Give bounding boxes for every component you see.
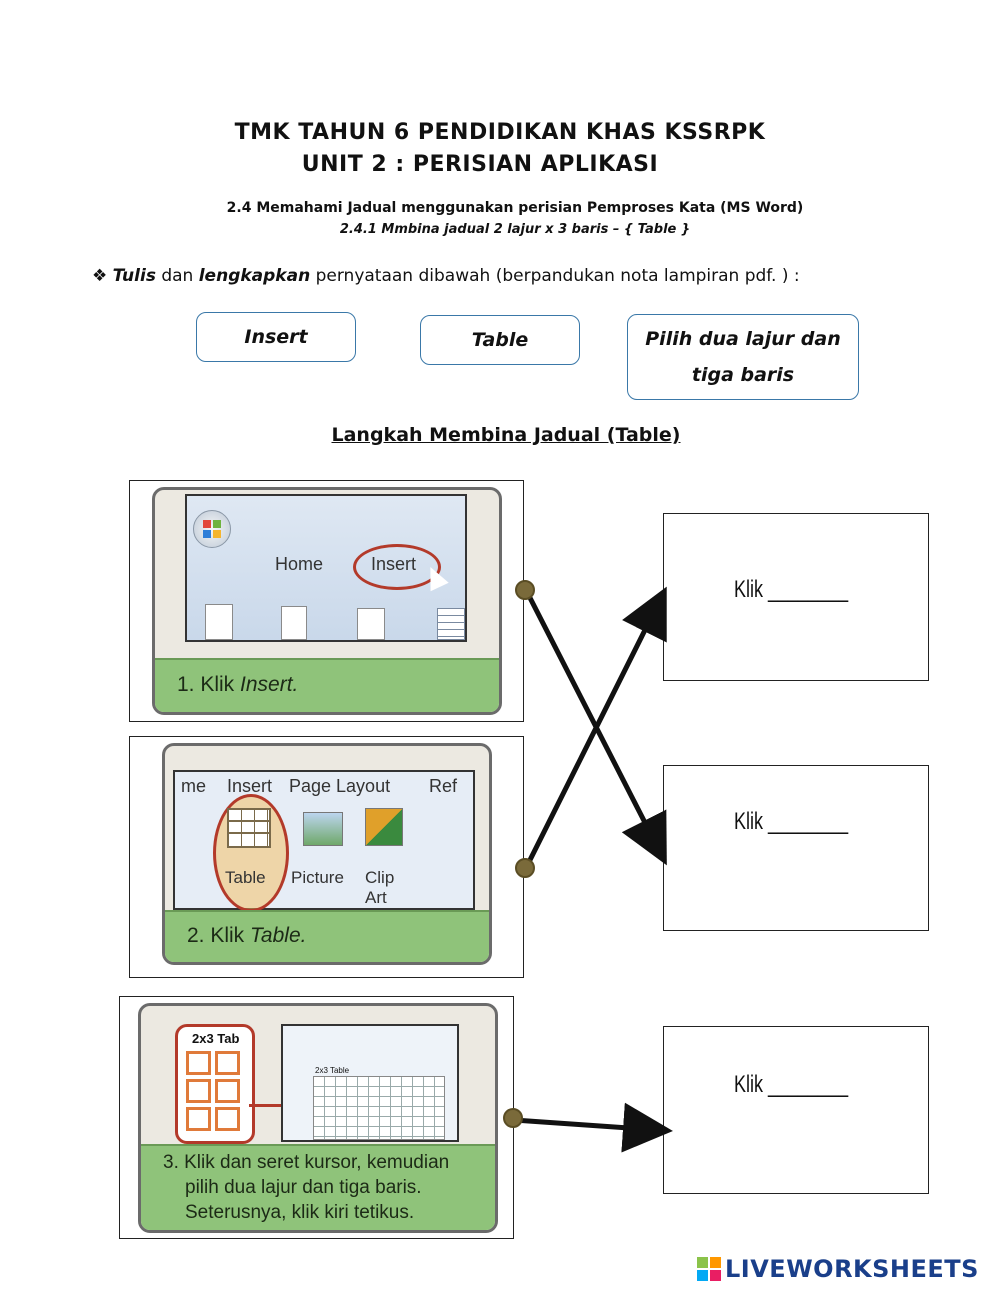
- connect-dot-step3[interactable]: [503, 1108, 523, 1128]
- answer-box-3-text: Klik ________: [734, 1071, 849, 1098]
- arrow-step1-to-box2: [523, 588, 667, 866]
- step3-screenshot: 2x3 Tab 2x3 Table 3. Klik dan seret kurs…: [138, 1003, 498, 1233]
- clip-art-icon: [365, 808, 403, 846]
- arrow-step3-to-box3: [513, 1102, 673, 1153]
- table-grid-icon: [227, 808, 271, 848]
- worksheet-title: TMK TAHUN 6 PENDIDIKAN KHAS KSSRPK: [234, 120, 766, 145]
- unit-title: UNIT 2 : PERISIAN APLIKASI: [301, 152, 659, 177]
- step1-caption: 1. Klik Insert.: [155, 658, 499, 712]
- blank-page-icon: [281, 606, 307, 640]
- answer-box-2-text: Klik ________: [734, 808, 849, 835]
- answer-chip-insert[interactable]: Insert: [196, 312, 356, 362]
- page-break-icon: [357, 608, 385, 640]
- ribbon-tab-me: me: [181, 776, 207, 796]
- button-label-table: Table: [225, 868, 266, 887]
- zoomed-grid: [186, 1051, 240, 1131]
- step2-screenshot: me Insert Page Layout Ref Table Picture …: [162, 743, 492, 965]
- ribbon-tab-insert: Insert: [371, 554, 417, 574]
- step3-caption: 3. Klik dan seret kursor, kemudian pilih…: [141, 1144, 495, 1230]
- answer-box-3[interactable]: Klik ________: [663, 1026, 929, 1194]
- office-button-icon: [193, 510, 231, 548]
- button-label-picture: Picture: [291, 868, 344, 887]
- table-dropdown-grid: [313, 1076, 445, 1140]
- instruction-word-lengkapkan: lengkapkan: [198, 266, 311, 286]
- instruction-word-tulis: Tulis: [112, 266, 156, 286]
- insert-highlight: [353, 544, 441, 590]
- step2-frame: me Insert Page Layout Ref Table Picture …: [129, 736, 524, 978]
- step2-caption: 2. Klik Table.: [165, 910, 489, 962]
- ribbon-tab-page-layout: Page Layout: [289, 776, 391, 796]
- answer-chip-pilih[interactable]: Pilih dua lajur dan tiga baris: [627, 314, 859, 400]
- liveworksheets-logo: LIVEWORKSHEETS: [696, 1255, 979, 1283]
- button-label-clip-art: Clip Art: [365, 868, 395, 907]
- table-icon: [437, 608, 465, 640]
- bullet-icon: ❖: [92, 266, 108, 286]
- answer-box-1-text: Klik ________: [734, 576, 849, 603]
- subtitle-skill: 2.4.1 Mmbina jadual 2 lajur x 3 baris – …: [339, 222, 691, 237]
- answer-box-1[interactable]: Klik ________: [663, 513, 929, 681]
- section-heading: Langkah Membina Jadual (Table): [331, 424, 681, 446]
- step3-frame: 2x3 Tab 2x3 Table 3. Klik dan seret kurs…: [119, 996, 514, 1239]
- picture-icon: [303, 812, 343, 846]
- answer-chip-table[interactable]: Table: [420, 315, 580, 365]
- arrow-step2-to-box1: [523, 586, 667, 870]
- step1-screenshot: Home Insert 1. Klik Insert.: [152, 487, 502, 715]
- subtitle-topic: 2.4 Memahami Jadual menggunakan perisian…: [226, 200, 804, 216]
- answer-box-2[interactable]: Klik ________: [663, 765, 929, 931]
- zoomed-table-preview: 2x3 Tab: [175, 1024, 255, 1144]
- ribbon-tab-home: Home: [275, 554, 324, 574]
- connect-dot-step2[interactable]: [515, 858, 535, 878]
- step1-ribbon: Home Insert: [185, 494, 467, 642]
- step2-ribbon: me Insert Page Layout Ref Table Picture …: [173, 770, 475, 912]
- connect-dot-step1[interactable]: [515, 580, 535, 600]
- logo-mark-icon: [696, 1256, 722, 1282]
- step1-frame: Home Insert 1. Klik Insert.: [129, 480, 524, 722]
- ribbon-tab-insert-2: Insert: [227, 776, 273, 796]
- ribbon-tab-ref: Ref: [429, 776, 458, 796]
- instruction-line: ❖ Tulis dan lengkapkan pernyataan dibawa…: [92, 266, 800, 286]
- step3-ribbon: 2x3 Table: [281, 1024, 459, 1142]
- page-icon: [205, 604, 233, 640]
